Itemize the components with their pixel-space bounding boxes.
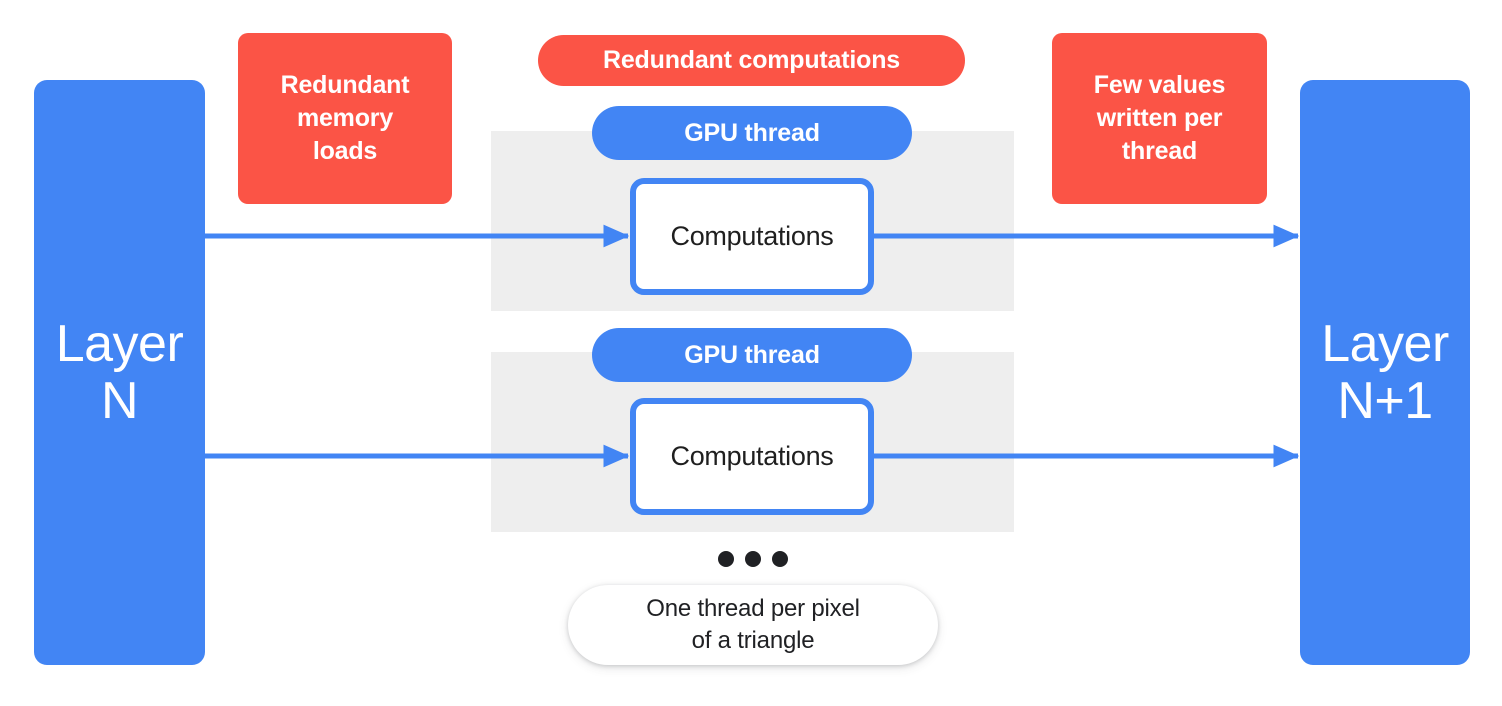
callout-redundant-memory-loads: Redundant memory loads — [238, 33, 452, 204]
ellipsis-dot-1 — [718, 551, 734, 567]
gpu-thread-pill-2: GPU thread — [592, 328, 912, 382]
computations-box-2: Computations — [630, 398, 874, 515]
computations-box-1: Computations — [630, 178, 874, 295]
callout-few-values-written-per-thread: Few values written per thread — [1052, 33, 1267, 204]
ellipsis-dot-2 — [745, 551, 761, 567]
ellipsis-dot-3 — [772, 551, 788, 567]
more-threads-ellipsis-icon — [718, 548, 788, 570]
gpu-thread-pill-1: GPU thread — [592, 106, 912, 160]
caption-one-thread-per-pixel: One thread per pixel of a triangle — [568, 585, 938, 665]
layer-n-plus-1-block: Layer N+1 — [1300, 80, 1470, 665]
callout-redundant-computations: Redundant computations — [538, 35, 965, 86]
layer-n-block: Layer N — [34, 80, 205, 665]
